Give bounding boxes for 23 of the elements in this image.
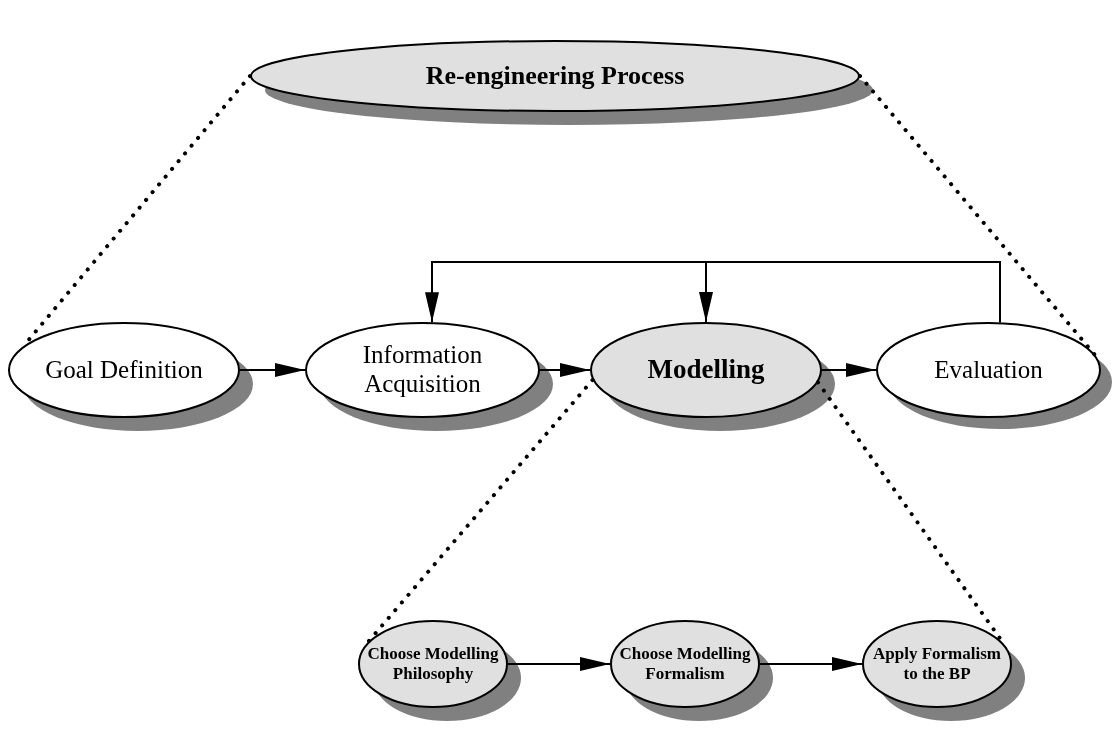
- process-ellipse: [8, 322, 254, 432]
- process-ellipse: [250, 40, 874, 126]
- node-label: Modelling: [647, 354, 765, 386]
- arrow: [759, 657, 863, 671]
- process-ellipse: [305, 322, 554, 432]
- process-ellipse: [610, 620, 774, 722]
- process-ellipse: [876, 322, 1113, 430]
- node-label: Goal Definition: [45, 355, 203, 385]
- node-label: Information Acquisition: [361, 341, 484, 399]
- node-label: Choose Modelling Formalism: [618, 644, 752, 684]
- arrow: [699, 261, 1001, 324]
- arrow: [821, 363, 877, 377]
- arrow: [239, 363, 306, 377]
- process-ellipse: [358, 620, 522, 722]
- arrow: [539, 363, 591, 377]
- node-label: Apply Formalism to the BP: [872, 644, 1002, 684]
- dotted-line: [366, 378, 595, 644]
- node-label: Choose Modelling Philosophy: [366, 644, 500, 684]
- process-ellipse: [862, 620, 1026, 722]
- arrow: [507, 657, 611, 671]
- process-ellipse: [590, 322, 836, 432]
- node-label: Re-engineering Process: [425, 61, 685, 91]
- node-label: Evaluation: [934, 355, 1043, 385]
